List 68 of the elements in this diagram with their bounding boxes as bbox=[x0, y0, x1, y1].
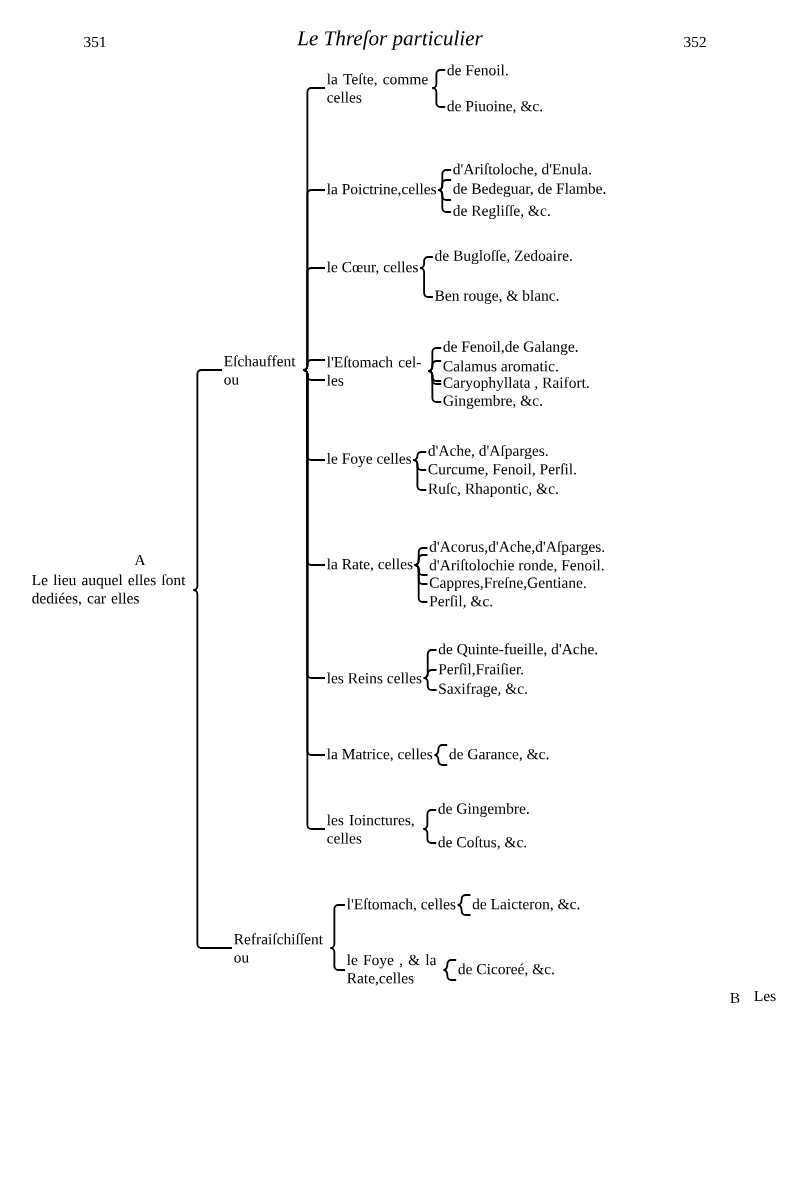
list-item: Caryophyllata , Raifort. bbox=[443, 376, 589, 392]
brace bbox=[419, 256, 434, 269]
branch-label: l'Eſtomach, celles bbox=[347, 898, 456, 912]
list-item: de Quinte-fueille, d'Ache. bbox=[438, 643, 598, 657]
brace bbox=[437, 189, 452, 213]
list-item: Perſil, &c. bbox=[429, 595, 493, 609]
list-item: de Fenoil. bbox=[447, 64, 508, 76]
brace bbox=[422, 809, 438, 830]
brace bbox=[412, 451, 428, 461]
list-item: Curcume, Fenoil, Perſil. bbox=[428, 463, 576, 477]
list-item: de Cicoreé, &c. bbox=[458, 963, 554, 977]
list-item: Cappres,Freſne,Gentiane. bbox=[429, 576, 586, 592]
page-number: 352 bbox=[684, 36, 706, 48]
brace bbox=[427, 370, 443, 403]
list-item: de Fenoil,de Galange. bbox=[443, 341, 578, 356]
branch-label: la Teſte, comme celles bbox=[327, 73, 428, 103]
brace bbox=[456, 894, 472, 916]
list-item: de Garance, &c. bbox=[449, 748, 549, 762]
branch-label: le Foye , & la Rate,celles bbox=[347, 954, 437, 986]
branch-label: le Cœur, celles bbox=[327, 261, 418, 275]
list-item: de Regliſſe, &c. bbox=[453, 204, 550, 220]
brace bbox=[329, 947, 346, 971]
list-item: d'Acorus,d'Ache,d'Aſparges. bbox=[429, 540, 605, 556]
branch-label: Refraiſchiſſent ou bbox=[234, 933, 323, 963]
brace bbox=[422, 828, 438, 844]
list-item: de Bugloſſe, Zedoaire. bbox=[435, 249, 572, 265]
branch-label: les Ioinctures, celles bbox=[327, 814, 414, 844]
catchword: Les bbox=[754, 990, 776, 1002]
brace bbox=[437, 179, 452, 201]
brace bbox=[302, 359, 326, 381]
branch-label: l'Eſtomach cel- les bbox=[327, 356, 421, 386]
brace bbox=[433, 744, 449, 766]
branch-label: les Reins celles bbox=[327, 672, 422, 684]
list-item: d'Ariſtolochie ronde, Fenoil. bbox=[429, 559, 604, 573]
brace bbox=[427, 360, 443, 382]
branch-label: la Poictrine,celles bbox=[327, 183, 437, 197]
branch-label: la Rate, celles bbox=[327, 558, 413, 572]
list-item: d'Ache, d'Aſparges. bbox=[428, 444, 548, 460]
brace bbox=[431, 69, 447, 89]
brace bbox=[442, 959, 458, 981]
page-title: Le Threſor particulier bbox=[297, 30, 483, 50]
brace bbox=[192, 589, 233, 949]
brace bbox=[431, 87, 447, 108]
list-item: Saxifrage, &c. bbox=[439, 682, 527, 698]
brace bbox=[413, 564, 429, 603]
list-item: de Gingembre. bbox=[438, 803, 529, 818]
list-item: Gingembre, &c. bbox=[443, 395, 542, 410]
brace bbox=[413, 554, 429, 576]
brace bbox=[412, 459, 428, 491]
signature-mark: B bbox=[730, 992, 740, 1004]
list-item: de Piuoine, &c. bbox=[447, 100, 543, 114]
list-item: Ruſc, Rhapontic, &c. bbox=[428, 482, 558, 498]
list-item: de Laicteron, &c. bbox=[472, 898, 580, 912]
branch-label: Le lieu auquel elles ſont dediées, car elles bbox=[32, 574, 186, 606]
brace bbox=[422, 677, 438, 691]
branch-label: le Foye celles bbox=[327, 453, 412, 468]
page-number: 351 bbox=[84, 36, 106, 48]
list-item: de Coſtus, &c. bbox=[438, 836, 527, 850]
list-item: d'Ariſtoloche, d'Enula. bbox=[453, 163, 591, 177]
list-item: Calamus aromatic. bbox=[443, 360, 558, 372]
list-item: Perſil,Fraiſier. bbox=[438, 663, 524, 677]
branch-label: la Matrice, celles bbox=[327, 748, 433, 762]
brace bbox=[192, 369, 223, 591]
list-item: Ben rouge, & blanc. bbox=[435, 290, 559, 305]
branch-label: Eſchauffent ou bbox=[224, 355, 296, 385]
section-letter: A bbox=[134, 554, 146, 566]
list-item: de Bedeguar, de Flambe. bbox=[453, 183, 606, 198]
brace bbox=[302, 369, 326, 830]
